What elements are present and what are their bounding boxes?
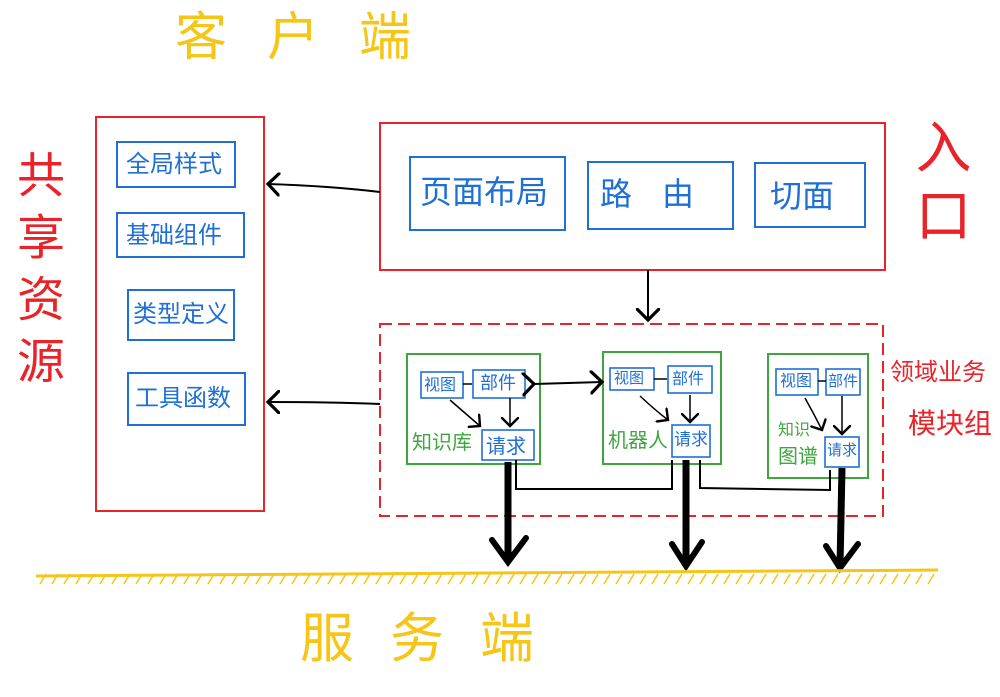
shared-item-types: 类型定义 [133,300,229,328]
arrow-kg-to-server [836,467,846,567]
domain-title-line2: 模块组 [908,407,993,440]
shared-resources-box [95,116,265,512]
arrow-domain-to-shared [268,402,381,404]
shared-item-components: 基础组件 [126,221,222,249]
entry-item-aspect: 切面 [770,177,835,215]
arrow-request-link-kb-bot [515,460,673,490]
shared-item-style: 全局样式 [126,150,222,178]
server-boundary [35,568,939,585]
module-kb-part: 部件 [480,373,516,394]
module-bot-view: 视图 [614,369,645,387]
module-kb-view: 视图 [424,375,457,394]
module-bot-request-box [671,424,711,458]
shared-item-box-types [127,289,235,341]
server-label: 服务端 [300,607,570,670]
domain-title-line1: 领域业务 [890,358,986,386]
module-box-kg [767,353,869,479]
arrow-entry-to-shared [268,184,381,192]
entry-box [379,122,886,271]
module-box-kb [406,353,541,465]
arrow-request-link-bot-kg [699,460,831,492]
module-kg-name-line1: 知识 [778,420,811,439]
entry-item-layout: 页面布局 [420,173,549,211]
entry-item-box-layout [409,156,566,231]
client-label: 客户端 [175,8,452,68]
module-kg-view: 视图 [780,371,813,390]
arrow-bot-to-server-head [669,539,705,572]
arrow-kg-view-request [804,397,822,430]
shared-item-utils: 工具函数 [135,384,231,412]
module-kg-part: 部件 [828,372,859,390]
module-kg-view-box [775,368,819,396]
module-kb-name: 知识库 [412,430,472,454]
shared-item-box-components [116,212,245,258]
entry-item-box-aspect [754,162,866,228]
module-kb-request: 请求 [486,434,526,458]
module-kg-request-box [824,436,860,468]
domain-modules-box [379,323,884,517]
entry-item-box-router [587,161,734,230]
arrow-kb-view-request [449,399,480,426]
shared-item-box-utils [127,372,246,426]
module-kb-view-box [420,371,464,399]
shared-item-box-style [116,141,236,188]
module-bot-part-box [667,365,713,394]
module-kg-request: 请求 [827,441,858,459]
arrow-kg-to-server-head [823,541,861,574]
module-bot-part: 部件 [672,369,705,388]
arrow-kb-bot-parts [534,382,602,384]
arrow-kb-to-server-head [489,535,529,568]
module-kg-part-box [825,368,861,396]
shared-resources-title: 共享资源 [8,150,64,398]
module-bot-request: 请求 [674,430,708,450]
module-kg-name-line2: 图谱 [778,444,818,468]
arrow-bot-view-request [639,395,668,420]
entry-item-router: 路由 [600,175,725,213]
module-kb-request-box [481,429,535,461]
module-bot-name: 机器人 [608,428,668,452]
module-box-bot [602,351,722,465]
entry-title: 入口 [906,118,971,254]
